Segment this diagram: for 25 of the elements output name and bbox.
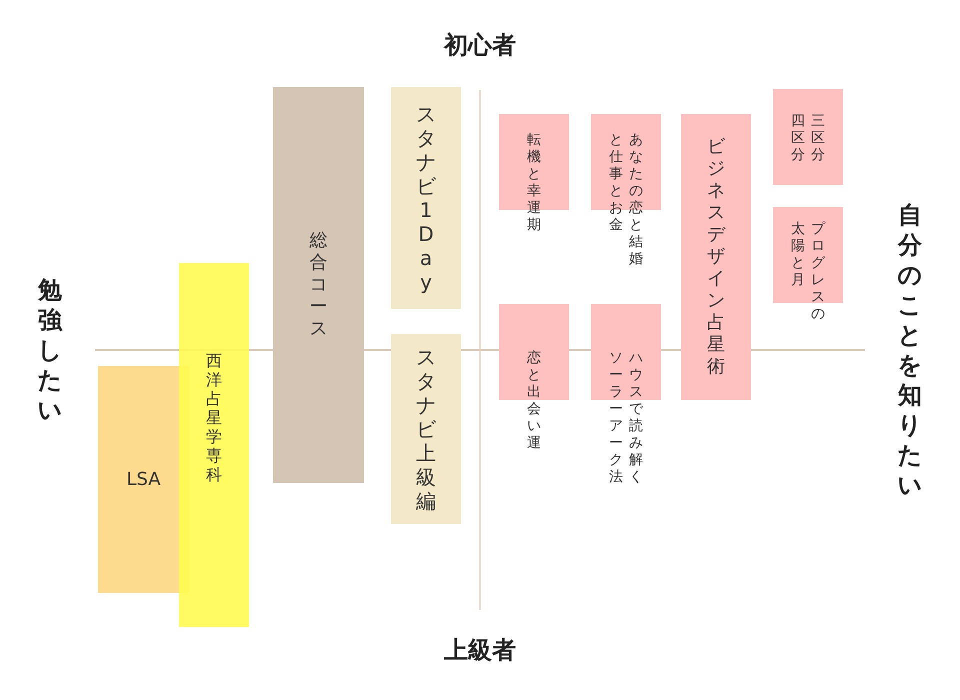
course-name: プログレスの太陽と月: [790, 221, 826, 323]
course-name: あなたの恋と結婚と仕事とお金: [608, 132, 644, 268]
course-name: LSA: [126, 469, 161, 490]
course-name: スタナビ上級編: [415, 345, 437, 513]
course-box: [179, 263, 249, 627]
course-box: [681, 114, 751, 400]
axis-label: 初心者: [444, 29, 516, 61]
course-name: 総合コース: [308, 230, 328, 340]
course-name: 西洋占星学専科: [205, 351, 223, 484]
course-name: 転機と幸運期: [526, 132, 542, 234]
course-name: スタナビ1Day: [415, 102, 437, 294]
course-name: 三区分四区分: [790, 113, 826, 164]
course-box: [391, 87, 461, 309]
course-name: 恋と出会い運: [526, 350, 542, 452]
axis-label: 勉強したい: [37, 275, 63, 425]
course-box: [499, 304, 569, 400]
course-box: [273, 87, 364, 483]
axis-label: 自分のことを知りたい: [897, 200, 923, 500]
course-box: [773, 207, 843, 303]
axis-label: 上級者: [444, 634, 516, 666]
course-box: [773, 89, 843, 185]
course-box: [591, 304, 661, 400]
course-name: ハウスで読み解くソーラーアーク法: [608, 350, 644, 486]
course-name: ビジネスデザイン占星術: [706, 136, 726, 378]
course-box: [391, 334, 461, 524]
